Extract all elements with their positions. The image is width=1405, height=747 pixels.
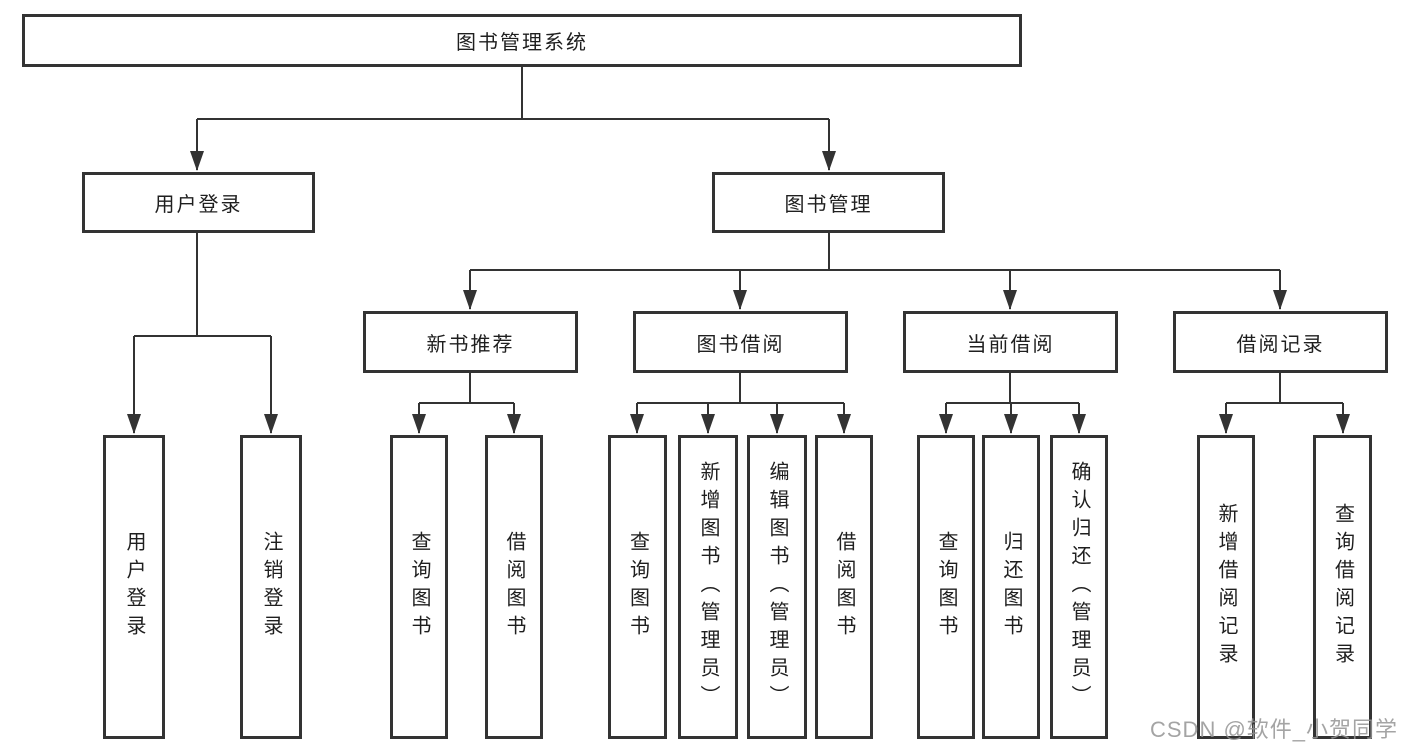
node-book-borrowing: 图书借阅: [633, 311, 848, 373]
leaf-query-books-1: 查询图书: [390, 435, 448, 739]
connector-user-login-split: [134, 233, 271, 337]
leaf-query-books-2: 查询图书: [608, 435, 667, 739]
leaf-return-books-label: 归还图书: [1000, 531, 1022, 643]
connector-root-split: [197, 67, 829, 120]
node-book-management: 图书管理: [712, 172, 945, 233]
connector-book-borrow-split: [637, 373, 844, 404]
connector-current-borrow-split: [946, 373, 1079, 404]
connector-elbows: [134, 67, 1343, 404]
leaf-user-login: 用户登录: [103, 435, 165, 739]
leaf-return-books: 归还图书: [982, 435, 1040, 739]
leaf-borrow-books-1: 借阅图书: [485, 435, 543, 739]
leaf-borrow-books-2: 借阅图书: [815, 435, 873, 739]
leaf-edit-book-admin: 编辑图书（管理员）: [747, 435, 807, 739]
csdn-watermark: CSDN @软件_小贺同学: [1150, 717, 1399, 742]
leaf-add-borrow-record: 新增借阅记录: [1197, 435, 1255, 739]
leaf-confirm-return-admin-label: 确认归还（管理员）: [1068, 461, 1090, 713]
leaf-query-books-2-label: 查询图书: [626, 531, 649, 643]
leaf-add-book-admin-label: 新增图书（管理员）: [697, 461, 719, 713]
leaf-borrow-books-1-label: 借阅图书: [503, 531, 525, 643]
leaf-query-borrow-record: 查询借阅记录: [1313, 435, 1372, 739]
leaf-logout-login-label: 注销登录: [260, 531, 282, 643]
leaf-query-books-3: 查询图书: [917, 435, 975, 739]
connector-new-book-split: [419, 373, 514, 404]
leaf-logout-login: 注销登录: [240, 435, 302, 739]
leaf-confirm-return-admin: 确认归还（管理员）: [1050, 435, 1108, 739]
leaf-query-books-3-label: 查询图书: [935, 531, 957, 643]
node-user-login: 用户登录: [82, 172, 315, 233]
connector-book-mgmt-split: [470, 233, 1280, 271]
node-library-system: 图书管理系统: [22, 14, 1022, 67]
connector-borrow-record-split: [1226, 373, 1343, 404]
node-new-book-recommendation: 新书推荐: [363, 311, 578, 373]
leaf-add-book-admin: 新增图书（管理员）: [678, 435, 738, 739]
leaf-user-login-label: 用户登录: [123, 531, 145, 643]
leaf-edit-book-admin-label: 编辑图书（管理员）: [766, 461, 788, 713]
leaf-add-borrow-record-label: 新增借阅记录: [1215, 503, 1237, 671]
connector-arrows: [127, 119, 1350, 434]
leaf-query-borrow-record-label: 查询借阅记录: [1331, 503, 1354, 671]
leaf-query-books-1-label: 查询图书: [408, 531, 430, 643]
leaf-borrow-books-2-label: 借阅图书: [833, 531, 855, 643]
node-current-borrowing: 当前借阅: [903, 311, 1118, 373]
node-borrowing-records: 借阅记录: [1173, 311, 1388, 373]
